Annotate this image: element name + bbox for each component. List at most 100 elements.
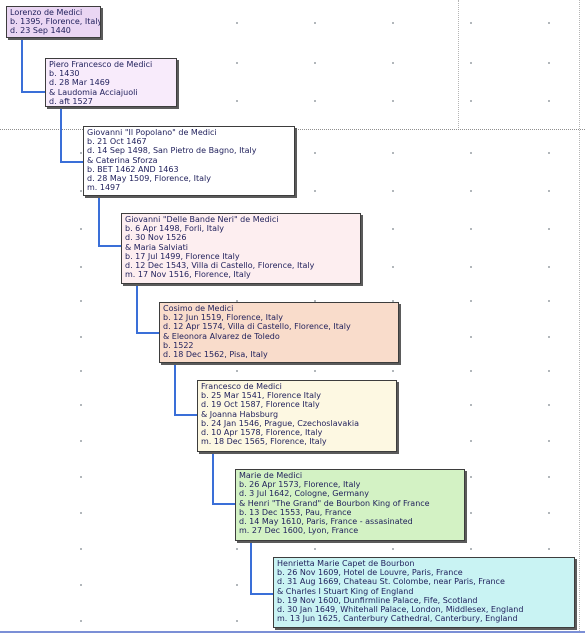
grid-dot [80,548,82,550]
grid-dot [80,336,82,338]
connector-line [21,38,23,93]
grid-dot [548,440,550,442]
grid-dot [80,620,82,622]
spouse-birth-line: b. BET 1462 AND 1463 [87,164,179,174]
grid-dot [80,228,82,230]
connector-line [98,245,121,247]
grid-dot [548,512,550,514]
grid-dot [470,300,472,302]
connector-line [136,332,159,334]
grid-dot [392,548,394,550]
grid-dot [470,100,472,102]
grid-dot [80,190,82,192]
spouse-death-line: d. 28 May 1509, Florence, Italy [87,174,211,184]
death-line: d. 3 Jul 1642, Cologne, Germany [239,489,369,499]
grid-dot [470,404,472,406]
person-card-marie[interactable]: Marie de Medici b. 26 Apr 1573, Florence… [235,469,465,541]
connector-line [60,161,83,163]
connector-line [60,106,62,163]
connector-line [174,362,176,416]
grid-dot [392,62,394,64]
person-name: Giovanni "Delle Bande Neri" de Medici [125,215,279,224]
grid-dot [236,100,238,102]
birth-line: b. 26 Apr 1573, Florence, Italy [239,480,361,490]
person-card-henrietta[interactable]: Henrietta Marie Capet de Bourbon b. 26 N… [273,557,575,628]
grid-dot [548,190,550,192]
grid-dot [80,300,82,302]
connector-line [212,503,235,505]
grid-dot [80,404,82,406]
spouse-death-line: d. 14 May 1610, Paris, France - assasina… [239,517,413,527]
grid-dot [80,512,82,514]
death-line: d. 23 Sep 1440 [10,26,71,36]
spouse-line: & Caterina Sforza [87,155,158,165]
connector-line [98,196,100,247]
person-name: Henrietta Marie Capet de Bourbon [277,559,415,568]
grid-dot [470,266,472,268]
grid-dot [314,370,316,372]
grid-dot [80,266,82,268]
birth-line: b. 1395, Florence, Italy [10,17,101,27]
grid-dot [392,22,394,24]
death-line: d. 28 Mar 1469 [49,78,110,88]
grid-dot [392,100,394,102]
grid-dot [392,266,394,268]
grid-dot [548,404,550,406]
person-card-cosimo[interactable]: Cosimo de Medici b. 12 Jun 1519, Florenc… [159,302,399,363]
birth-line: b. 1430 [49,69,80,79]
person-name: Lorenzo de Medici [10,8,83,17]
death-line: d. 31 Aug 1669, Chateau St. Colombe, nea… [277,577,505,587]
spouse-line: & Henri "The Grand" de Bourbon King of F… [239,498,430,508]
marriage-line: m. 17 Nov 1516, Florence, Italy [125,270,251,280]
connector-line [174,414,197,416]
marriage-line: m. 13 Jun 1625, Canterbury Cathedral, Ca… [277,614,518,624]
grid-dot [236,620,238,622]
death-line: d. 30 Nov 1526 [125,233,187,243]
grid-dot [470,440,472,442]
grid-dot [548,228,550,230]
grid-dot [470,476,472,478]
birth-line: b. 25 Mar 1541, Florence Italy [201,391,322,401]
marriage-line: m. 18 Dec 1565, Florence, Italy [201,437,327,447]
spouse-birth-line: b. 13 Dec 1553, Pau, France [239,507,352,517]
spouse-birth-line: b. 17 Jul 1499, Florence Italy [125,251,240,261]
grid-dot [314,22,316,24]
spouse-line: & Maria Salviati [125,242,188,252]
grid-dot [548,266,550,268]
connector-line [250,593,273,595]
grid-dot [470,152,472,154]
spouse-birth-line: b. 19 Nov 1600, Dunfirmline Palace, Fife… [277,595,478,605]
grid-dot [470,370,472,372]
grid-dot [548,548,550,550]
person-name: Cosimo de Medici [163,304,234,313]
grid-dot [236,62,238,64]
person-card-francesco[interactable]: Francesco de Medici b. 25 Mar 1541, Flor… [197,380,397,452]
marriage-line: m. 1497 [87,183,121,193]
spouse-death-line: d. 30 Jan 1649, Whitehall Palace, London… [277,605,524,615]
grid-dot [548,62,550,64]
grid-dot [80,152,82,154]
connector-line [250,541,252,595]
page-bottom-rule [0,631,585,633]
spouse-birth-line: b. 24 Jan 1546, Prague, Czechoslavakia [201,418,359,428]
spouse-line: & Laudomia Acciajuoli [49,87,138,97]
connector-line [212,452,214,505]
death-line: d. 19 Oct 1587, Florence Italy [201,400,320,410]
grid-dot [470,22,472,24]
grid-dot [314,548,316,550]
birth-line: b. 26 Nov 1609, Hotel de Louvre, Paris, … [277,568,463,578]
person-card-piero[interactable]: Piero Francesco de Medici b. 1430 d. 28 … [45,58,177,107]
marriage-line: m. 27 Dec 1600, Lyon, France [239,526,359,536]
person-card-giovanni-popolano[interactable]: Giovanni "Il Popolano" de Medici b. 21 O… [83,126,295,196]
person-card-giovanni-bande-neri[interactable]: Giovanni "Delle Bande Neri" de Medici b.… [121,213,361,284]
spouse-line: & Joanna Habsburg [201,409,279,419]
grid-dot [548,476,550,478]
grid-dot [470,228,472,230]
grid-dot [392,190,394,192]
column-guide [579,0,580,631]
person-name: Giovanni "Il Popolano" de Medici [87,128,217,137]
grid-dot [236,548,238,550]
grid-dot [392,228,394,230]
person-card-lorenzo[interactable]: Lorenzo de Medici b. 1395, Florence, Ita… [6,6,101,38]
grid-dot [470,336,472,338]
